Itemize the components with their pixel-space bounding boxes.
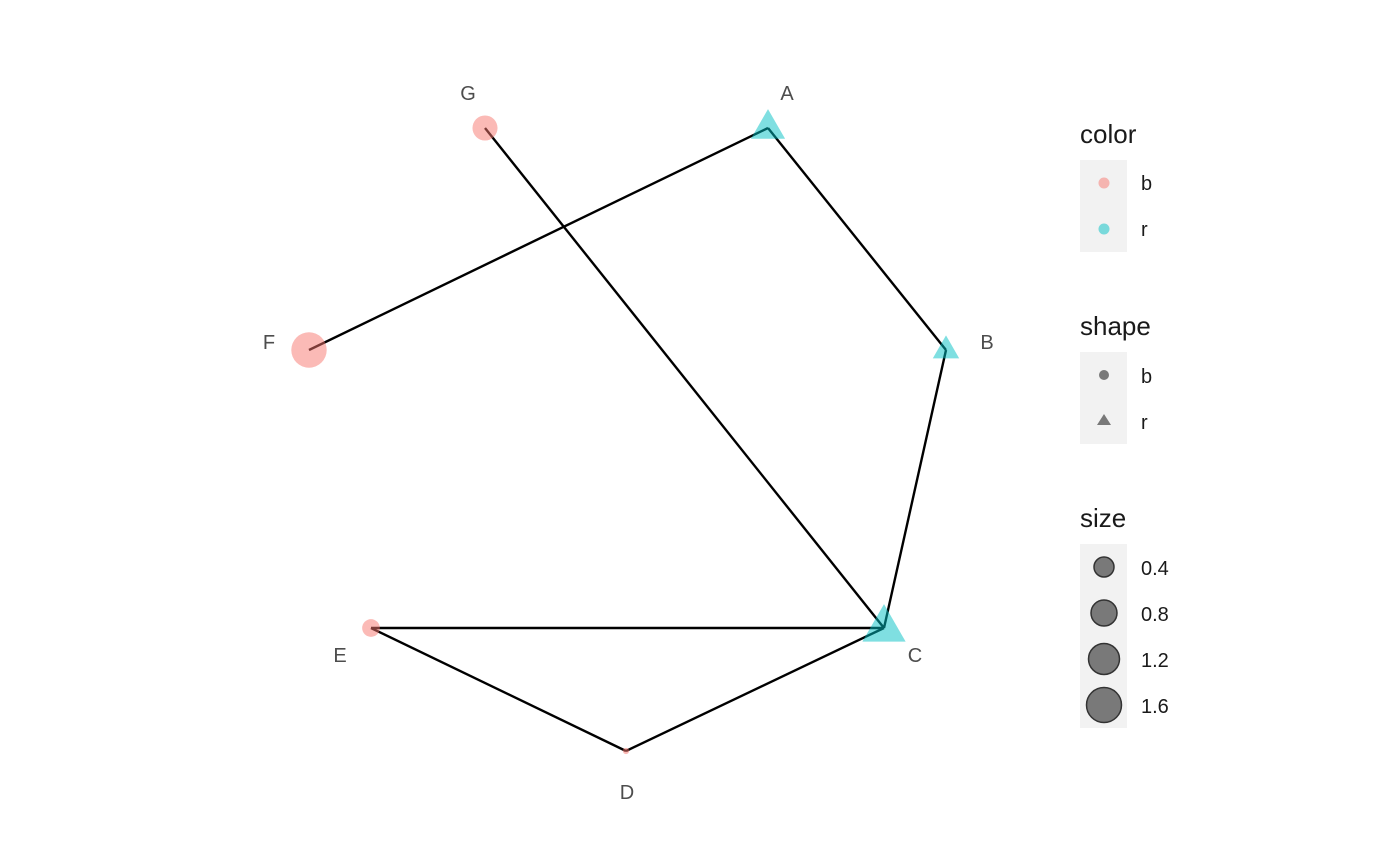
legend-shape-key-circle	[1099, 370, 1109, 380]
node-label-a: A	[780, 83, 794, 105]
legend-size-key-0-8	[1090, 599, 1118, 627]
edge-layer	[308, 126, 948, 753]
node-label-c: C	[908, 645, 922, 667]
legend-title-size: size	[1080, 503, 1126, 533]
node-label-g: G	[460, 83, 476, 105]
node-f	[291, 332, 327, 368]
legend-color-key-b	[1098, 177, 1110, 189]
legend-shape-key-triangle	[1097, 414, 1111, 425]
legend-size-label: 0.8	[1141, 604, 1169, 626]
legend-color-label-r: r	[1141, 219, 1148, 241]
node-g	[472, 115, 498, 141]
node-a	[750, 109, 786, 139]
node-label-f: F	[263, 332, 275, 354]
node-layer	[291, 109, 960, 755]
legend-key-background	[1080, 160, 1127, 252]
node-c	[862, 604, 906, 642]
node-label-b: B	[980, 332, 993, 354]
legend-size-label: 0.4	[1141, 558, 1169, 580]
label-layer: A B C D E F G	[263, 83, 994, 804]
legend: color b r shape b r size 0.4 0.8 1.2 1.6	[1080, 119, 1169, 728]
legend-key-background	[1080, 352, 1127, 444]
node-label-d: D	[620, 782, 634, 804]
legend-title-shape: shape	[1080, 311, 1151, 341]
node-e	[362, 619, 380, 637]
edge-b-c	[882, 349, 948, 629]
legend-color-label-b: b	[1141, 173, 1152, 195]
node-label-e: E	[333, 645, 346, 667]
node-d	[622, 747, 630, 755]
legend-size-label: 1.6	[1141, 696, 1169, 718]
edge-g-c	[484, 127, 885, 629]
legend-shape-label-b: b	[1141, 366, 1152, 388]
node-b	[932, 335, 960, 359]
edge-a-f	[308, 126, 769, 352]
legend-color-key-r	[1098, 223, 1110, 235]
legend-size-key-1-6	[1085, 686, 1123, 724]
legend-size-key-0-4	[1093, 556, 1115, 578]
legend-title-color: color	[1080, 119, 1137, 149]
edge-e-d	[370, 626, 627, 753]
legend-size-label: 1.2	[1141, 650, 1169, 672]
legend-size-key-1-2	[1087, 642, 1121, 676]
edge-d-c	[625, 626, 885, 753]
edge-a-b	[767, 127, 947, 351]
legend-shape-label-r: r	[1141, 412, 1148, 434]
